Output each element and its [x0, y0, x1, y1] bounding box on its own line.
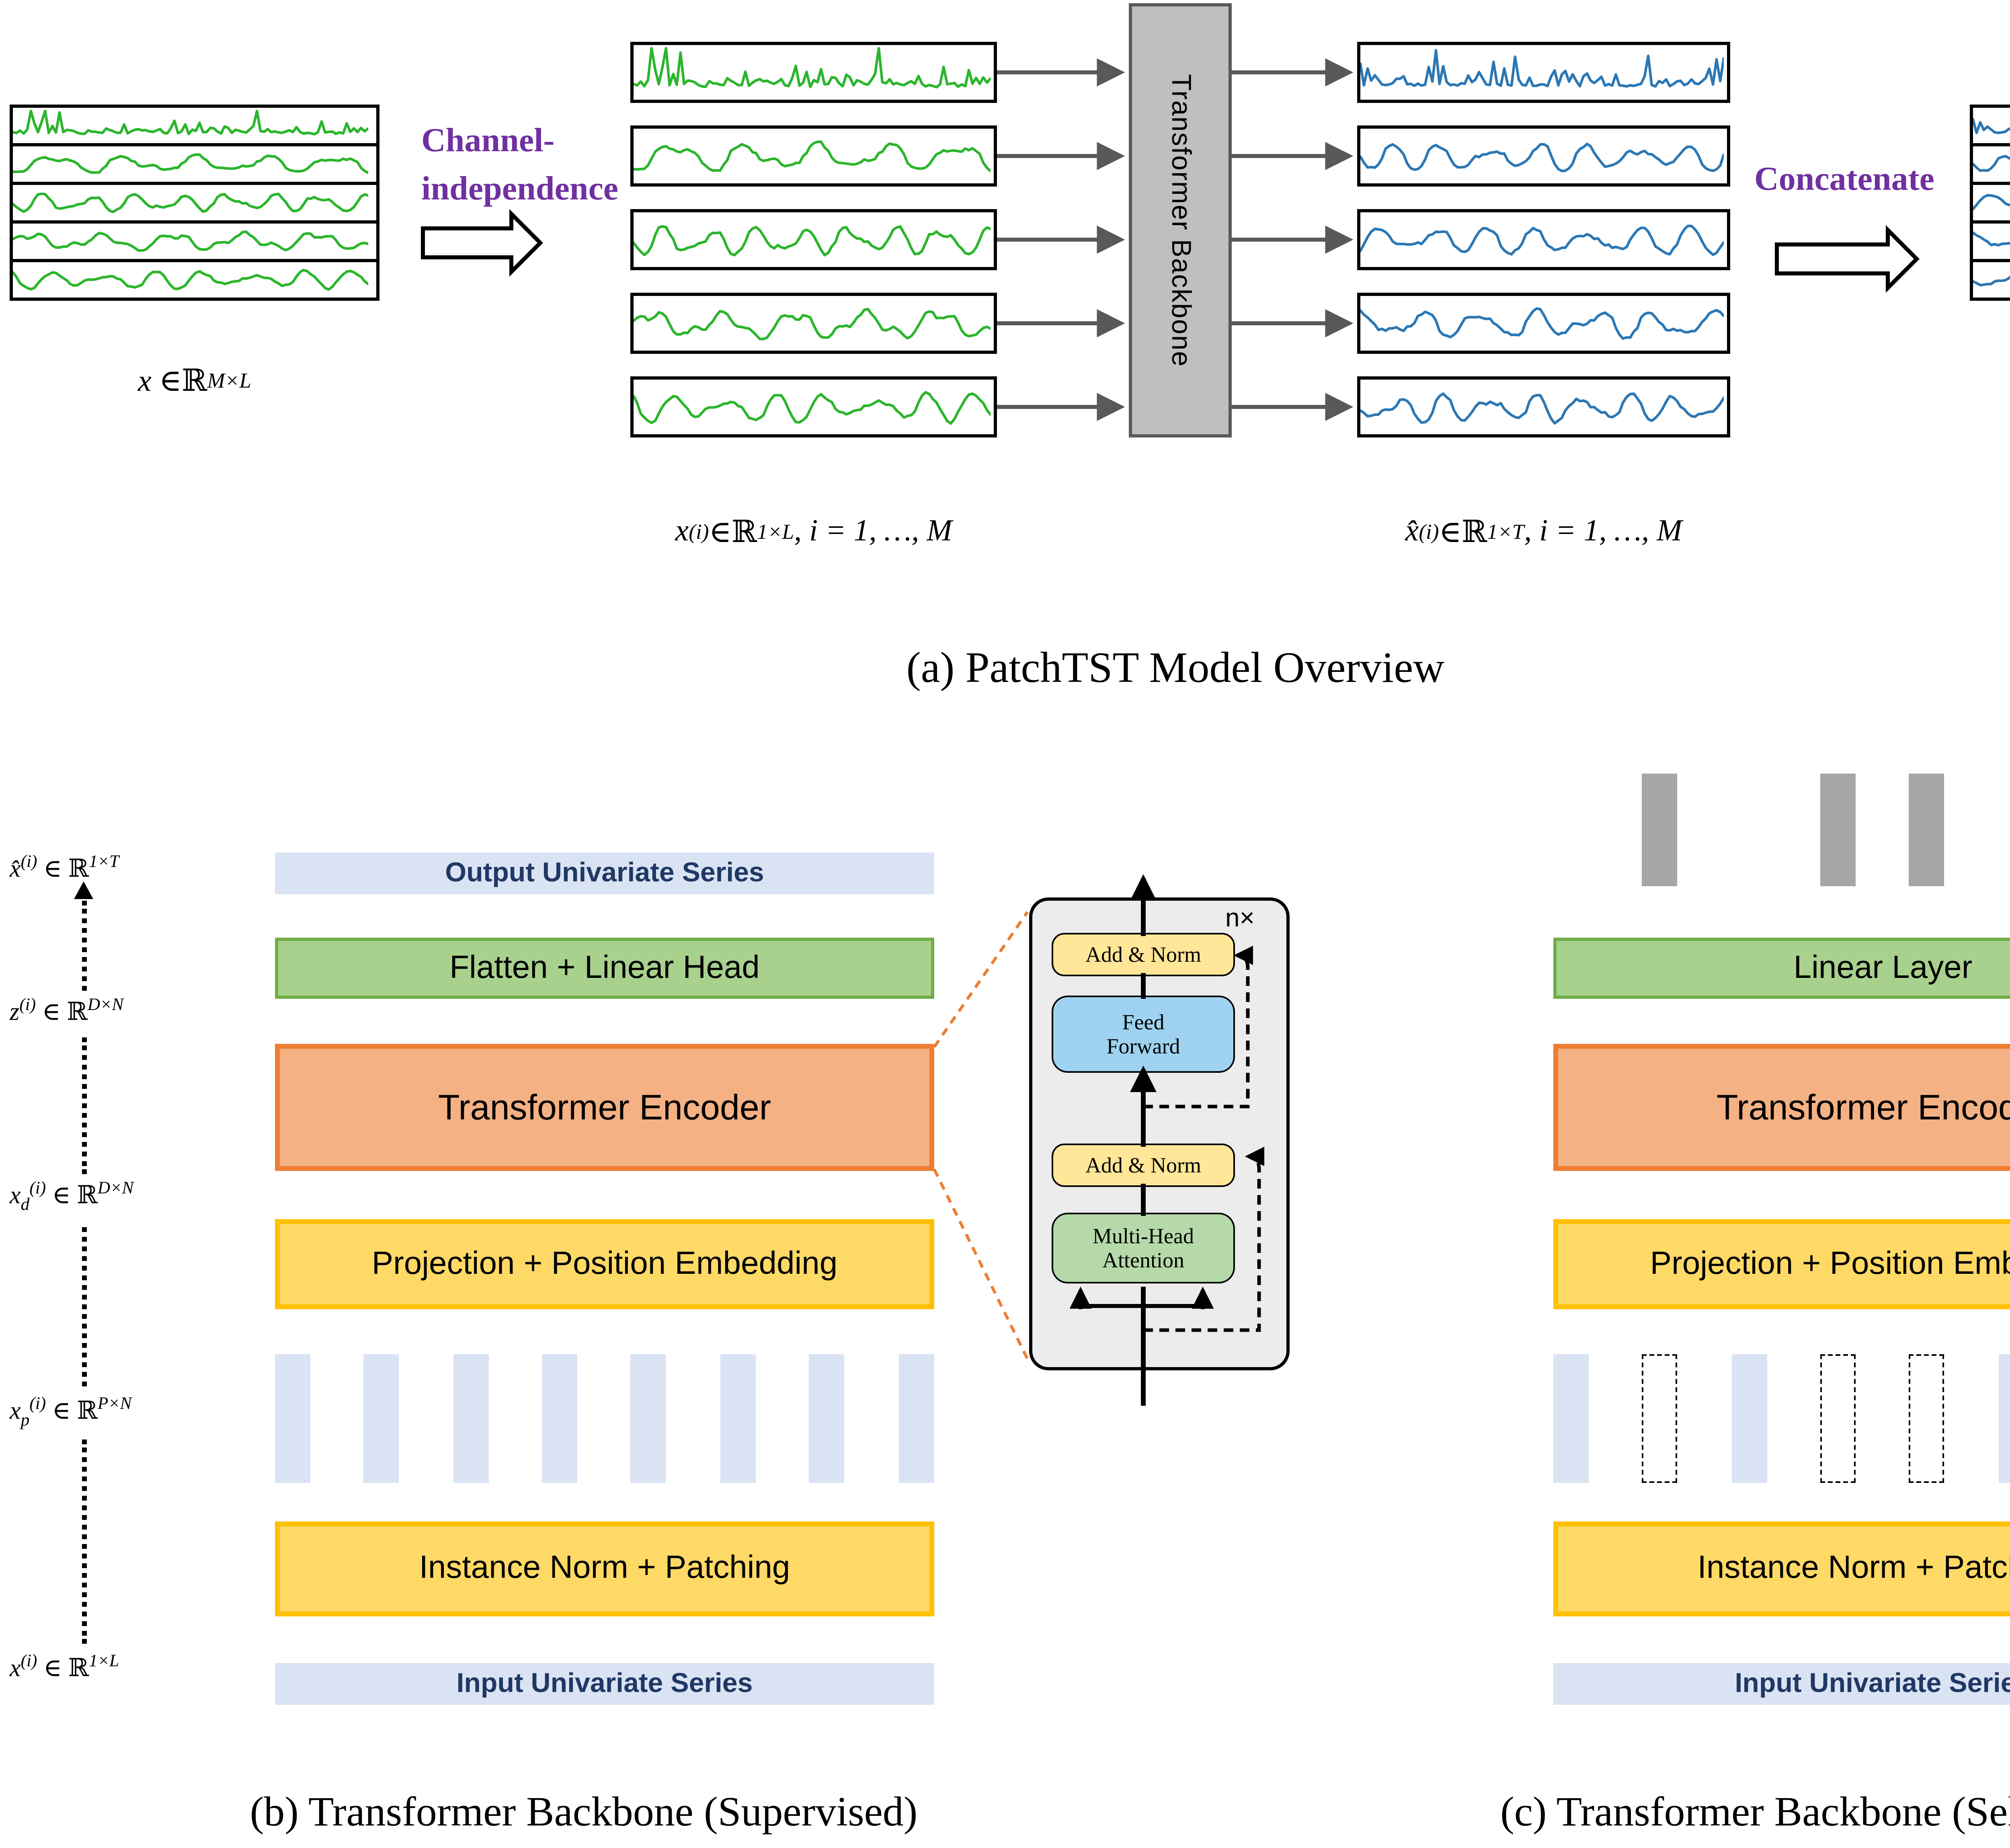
caption-b: (b) Transformer Backbone (Supervised) — [250, 1788, 918, 1835]
axis-dotted-line — [82, 1037, 87, 1174]
c-patch — [1732, 1354, 1767, 1483]
c-input-series-bar: Input Univariate Series — [1553, 1663, 2010, 1705]
axis-dotted-line — [82, 1227, 87, 1386]
univariate-strip-green — [630, 293, 997, 354]
axis-label-xp: xp(i) ∈ ℝP×N — [10, 1394, 132, 1430]
c-linear-layer: Linear Layer — [1553, 938, 2010, 999]
output-series-row — [1973, 224, 2010, 262]
backbone-to-strip-arrows — [1232, 58, 1354, 421]
inset-connector-top — [933, 911, 1029, 1048]
univariate-strip-blue — [1357, 376, 1730, 437]
b-patch — [275, 1354, 310, 1483]
strip-to-backbone-arrows — [997, 58, 1125, 421]
output-series-row — [1973, 262, 2010, 298]
b-patch — [453, 1354, 489, 1483]
inset-connector-bottom — [933, 1168, 1029, 1360]
channel-independence-arrow — [421, 209, 544, 277]
univariate-strip-blue — [1357, 42, 1730, 103]
input-series-row — [13, 146, 376, 185]
c-transformer-encoder: Transformer Encoder — [1553, 1044, 2010, 1171]
b-transformer-encoder: Transformer Encoder — [275, 1044, 934, 1171]
caption-c: (c) Transformer Backbone (Self-supervise… — [1500, 1788, 2010, 1835]
axis-label-xhat: x̂(i) ∈ ℝ1×T — [10, 852, 119, 883]
univariate-strip-blue — [1357, 209, 1730, 270]
b-flatten-linear-head: Flatten + Linear Head — [275, 938, 934, 999]
multivariate-output-block — [1970, 105, 2010, 301]
input-series-row — [13, 185, 376, 224]
output-series-row — [1973, 146, 2010, 185]
output-series-row — [1973, 108, 2010, 146]
feed-forward-box: Feed Forward — [1052, 996, 1235, 1073]
add-norm-box-top: Add & Norm — [1052, 933, 1235, 976]
output-series-row — [1973, 185, 2010, 224]
reconstructed-patch-bar — [1909, 774, 1944, 886]
caption-a: (a) PatchTST Model Overview — [906, 643, 1445, 692]
reconstructed-patch-bar — [1820, 774, 1856, 886]
univariate-strip-green — [630, 209, 997, 270]
b-projection-position-embedding: Projection + Position Embedding — [275, 1219, 934, 1309]
axis-dotted-line — [82, 1439, 87, 1644]
univariate-strip-green — [630, 42, 997, 103]
b-instance-norm-patching: Instance Norm + Patching — [275, 1522, 934, 1616]
input-series-row — [13, 108, 376, 146]
c-patch — [1553, 1354, 1589, 1483]
output-matrix-label: x̂ ∈ ℝM×T — [1970, 360, 2010, 402]
repeat-n-times-label: n× — [1225, 906, 1255, 933]
axis-label-xd: xd(i) ∈ ℝD×N — [10, 1179, 134, 1215]
axis-arrowhead — [74, 881, 93, 899]
input-series-row — [13, 224, 376, 262]
b-patch — [363, 1354, 399, 1483]
multivariate-input-block — [10, 105, 379, 301]
concatenate-label: Concatenate — [1754, 159, 1934, 198]
univariate-strip-green — [630, 376, 997, 437]
b-output-series-bar: Output Univariate Series — [275, 852, 934, 894]
add-norm-box-bottom: Add & Norm — [1052, 1144, 1235, 1187]
b-patch — [899, 1354, 934, 1483]
b-patch — [630, 1354, 666, 1483]
c-patch-masked — [1820, 1354, 1856, 1483]
multi-head-attention-box: Multi-Head Attention — [1052, 1213, 1235, 1283]
c-patch-masked — [1909, 1354, 1944, 1483]
transformer-backbone-box: Transformer Backbone — [1129, 3, 1232, 437]
b-patch — [720, 1354, 756, 1483]
c-projection-position-embedding: Projection + Position Embedding — [1553, 1219, 2010, 1309]
reconstructed-patch-bar — [1642, 774, 1677, 886]
input-series-row — [13, 262, 376, 298]
univariate-strip-blue — [1357, 125, 1730, 187]
univariate-strip-green — [630, 125, 997, 187]
axis-label-z: z(i) ∈ ℝD×N — [10, 996, 124, 1027]
c-patch-masked — [1642, 1354, 1677, 1483]
channel-independence-label: Channel- independence — [421, 121, 619, 207]
b-patch — [809, 1354, 844, 1483]
axis-dotted-line — [82, 901, 87, 991]
b-input-series-bar: Input Univariate Series — [275, 1663, 934, 1705]
b-patch — [542, 1354, 577, 1483]
axis-label-x: x(i) ∈ ℝ1×L — [10, 1652, 119, 1683]
c-instance-norm-patching: Instance Norm + Patching — [1553, 1522, 2010, 1616]
univariate-strip-blue — [1357, 293, 1730, 354]
concatenate-arrow — [1775, 225, 1920, 293]
c-patch — [1999, 1354, 2010, 1483]
